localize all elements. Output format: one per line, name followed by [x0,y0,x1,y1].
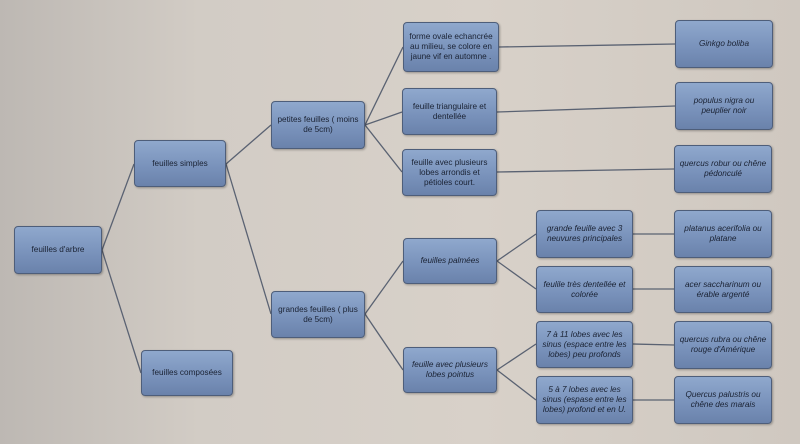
node-lobes-arrondis: feuille avec plusieurs lobes arrondis et… [402,149,497,196]
node-feuilles-arbre: feuilles d'arbre [14,226,102,274]
species-acer: acer saccharinum ou érable argenté [674,266,772,313]
node-grandes-feuilles: grandes feuilles ( plus de 5cm) [271,291,365,338]
node-7-11-lobes: 7 à 11 lobes avec les sinus (espace entr… [536,321,633,368]
species-populus: populus nigra ou peuplier noir [675,82,773,130]
node-forme-ovale: forme ovale echancrée au milieu, se colo… [403,22,499,72]
species-quercus-palustris: Quercus palustris ou chêne des marais [674,376,772,424]
node-feuilles-palmees: feuilles palmées [403,238,497,284]
node-trois-nervures: grande feuille avec 3 neuvures principal… [536,210,633,258]
species-ginkgo: Ginkgo boliba [675,20,773,68]
species-quercus-rubra: quercus rubra ou chêne rouge d'Amérique [674,321,772,369]
node-5-7-lobes: 5 à 7 lobes avec les sinus (espase entre… [536,376,633,424]
species-quercus-robur: quercus robur ou chêne pédonculé [674,145,772,193]
node-feuilles-simples: feuilles simples [134,140,226,187]
species-platanus: platanus acerifolia ou platane [674,210,772,258]
node-lobes-pointus: feuille avec plusieurs lobes pointus [403,347,497,393]
node-petites-feuilles: petites feuilles ( moins de 5cm) [271,101,365,149]
node-tres-dentellee: feulile très dentellée et colorée [536,266,633,313]
node-feuilles-composees: feuilles composées [141,350,233,396]
node-feuille-triangulaire: feuille triangulaire et dentellée [402,88,497,135]
